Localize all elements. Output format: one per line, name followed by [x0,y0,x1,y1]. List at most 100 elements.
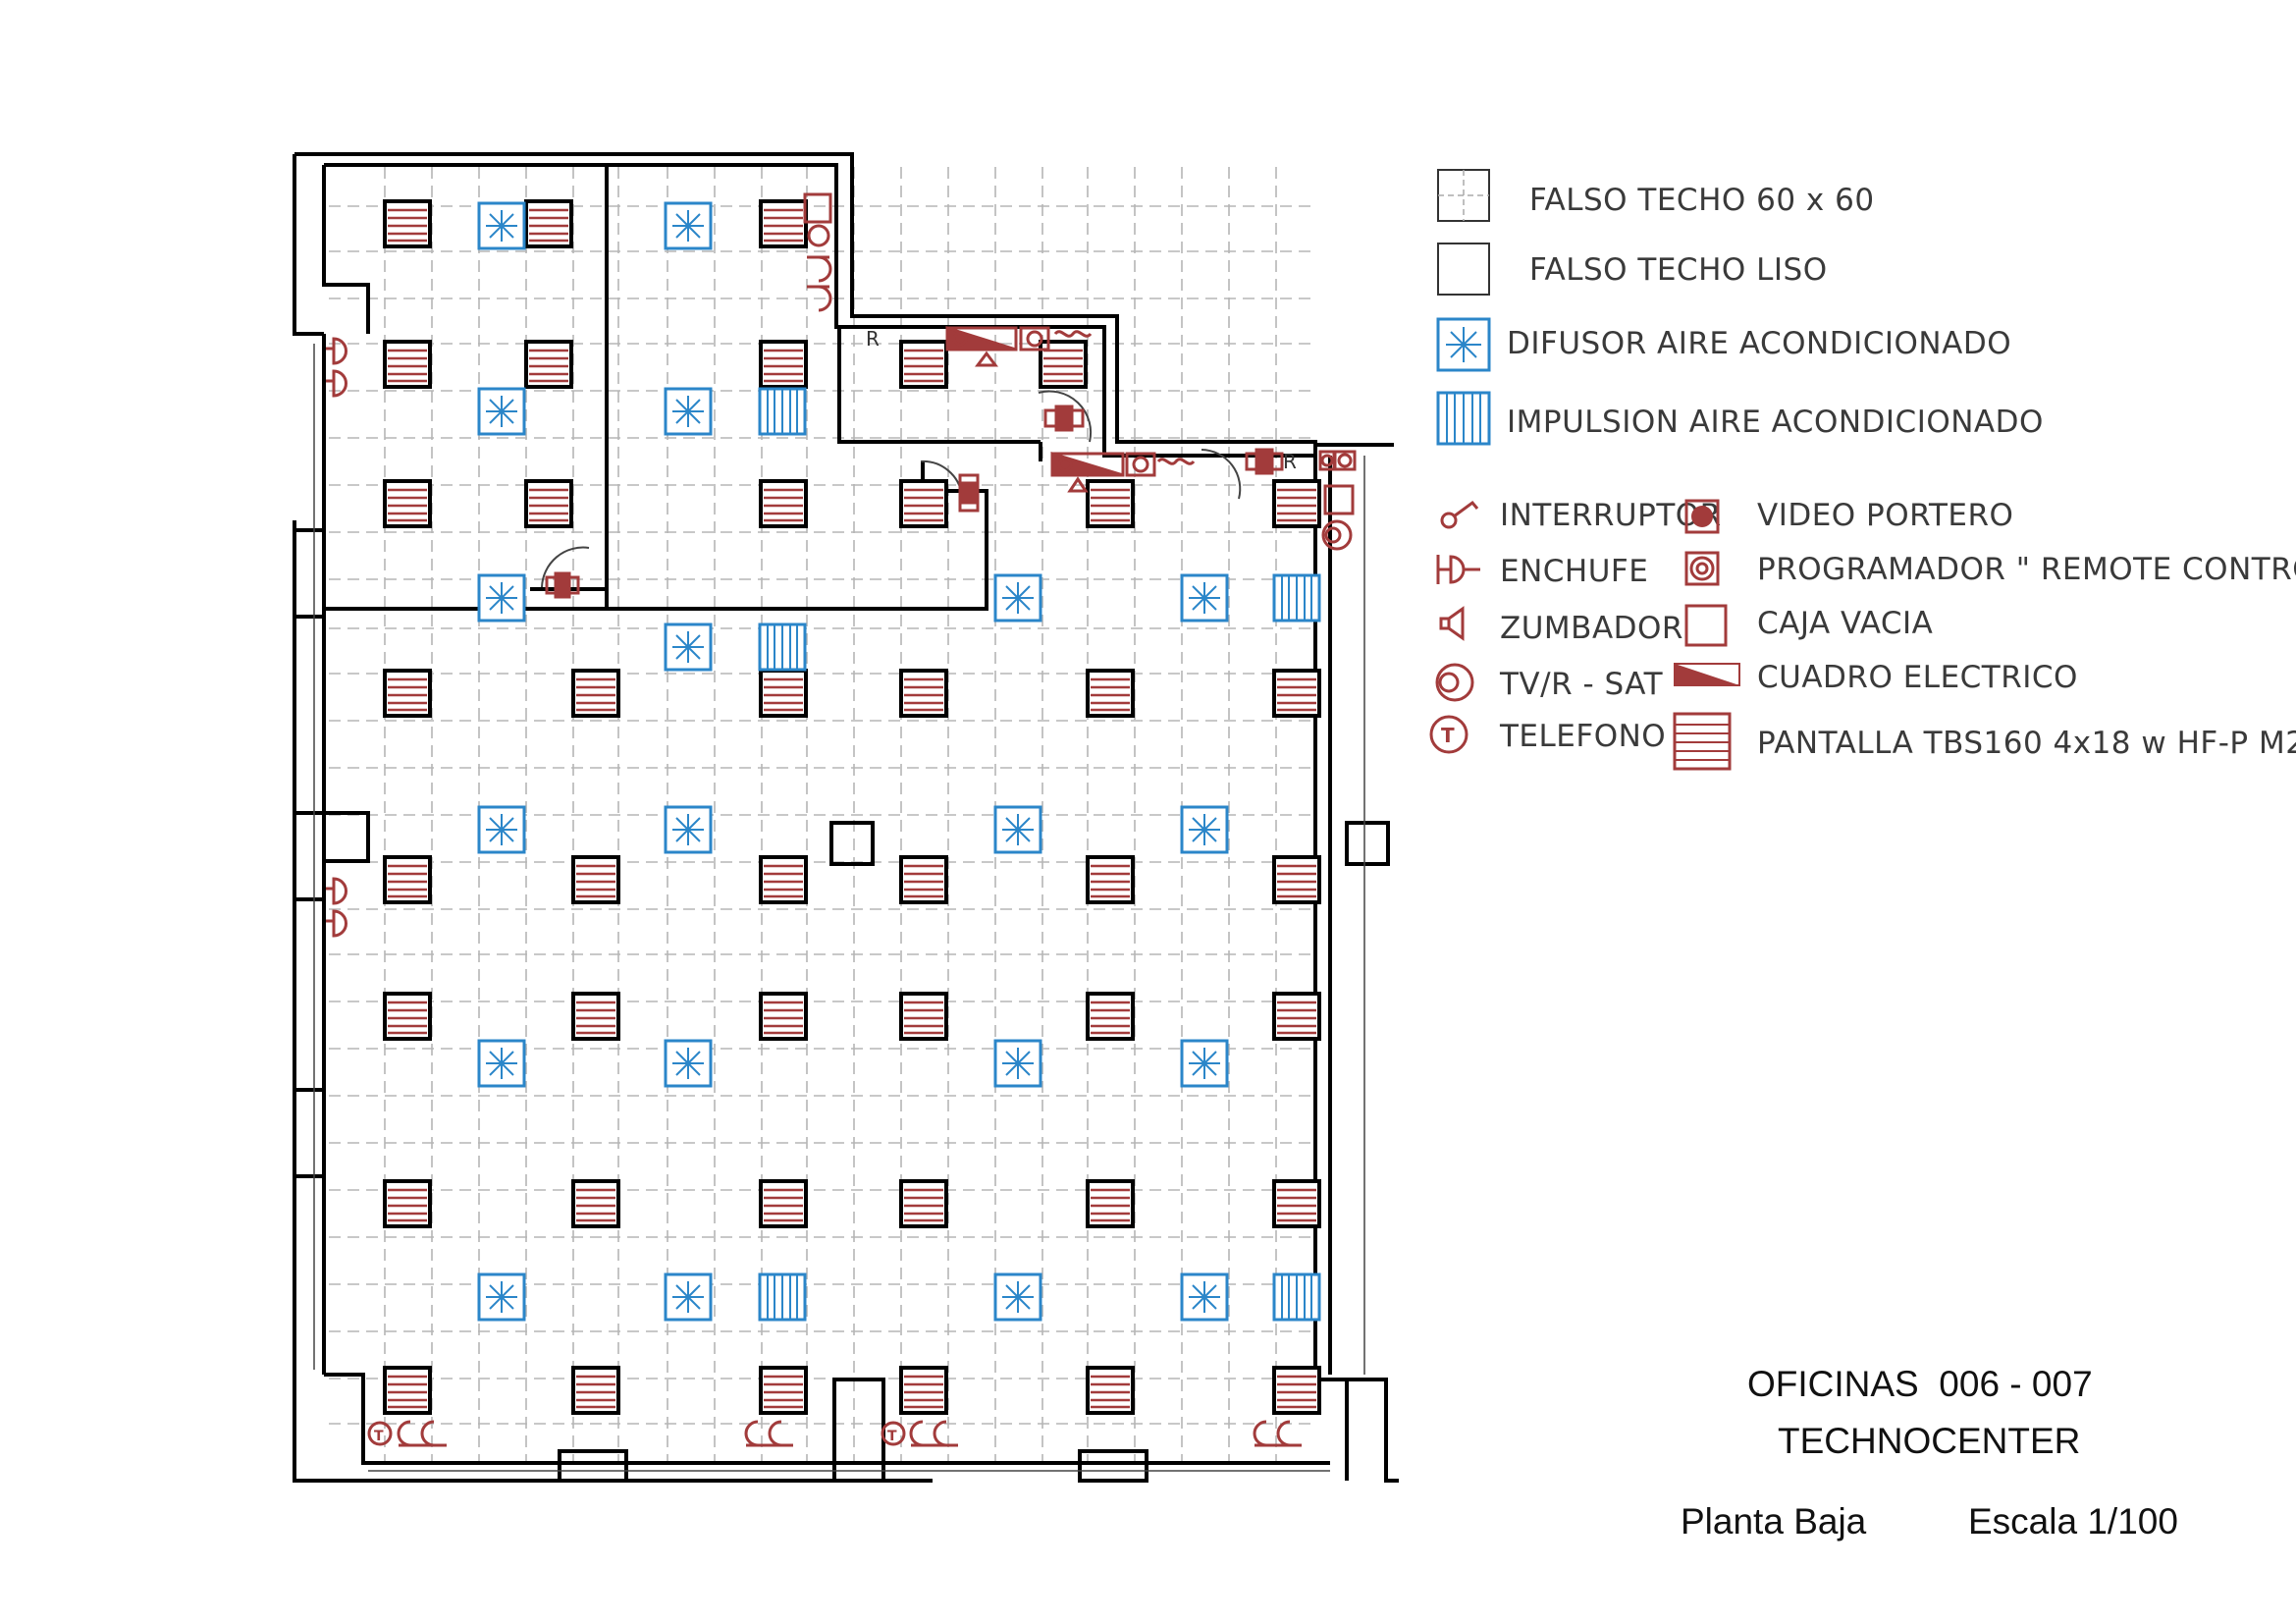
lamp-fixture [383,340,432,389]
lamp-fixture [899,669,948,718]
lamp-fixture [1272,669,1321,718]
legend-programador: PROGRAMADOR " REMOTE CONTROLER" [1757,552,2296,587]
legend-video-portero: VIDEO PORTERO [1757,498,2013,533]
legend-lamp-icon [1673,712,1732,771]
legend-falso-techo-liso: FALSO TECHO LISO [1529,252,1828,288]
ac-impulsion [758,622,807,672]
lamp-fixture [1086,992,1135,1041]
legend-enchufe: ENCHUFE [1500,554,1648,589]
ac-impulsions [758,387,1321,1322]
svg-text:T: T [1441,724,1455,747]
title-block: OFICINAS 006 - 007 TECHNOCENTER Planta B… [1681,1364,2178,1542]
ac-diffuser [1180,1039,1229,1088]
legend-panel-icon [1674,663,1740,686]
ac-diffuser [1180,805,1229,854]
ac-diffuser [1180,573,1229,622]
lamp-fixture [1039,340,1088,389]
ac-diffuser [993,1039,1042,1088]
legend-grid-icon [1437,169,1490,222]
lamp-fixture [383,855,432,904]
ac-diffuser [993,1272,1042,1322]
legend-zumbador: ZUMBADOR [1500,611,1683,646]
lamp-fixture [759,669,808,718]
legend-pantalla: PANTALLA TBS160 4x18 w HF-P M2 [1757,726,2296,761]
title-oficinas: OFICINAS 006 - 007 [1747,1364,2093,1404]
title-planta: Planta Baja [1681,1501,1867,1542]
ac-diffuser [664,1272,713,1322]
legend-telefono: TELEFONO [1499,719,1666,754]
lamp-fixture [1086,669,1135,718]
lamp-fixture [524,340,573,389]
ac-diffuser [664,1039,713,1088]
lamp-fixture [899,855,948,904]
legend-tv-icon [1435,663,1474,702]
lamp-fixture [383,199,432,248]
ac-diffuser [477,1272,526,1322]
lamp-fixture [571,855,620,904]
legend-programador-icon [1684,551,1720,586]
lamp-fixture [383,669,432,718]
lamp-fixture [759,855,808,904]
lamp-fixture [383,1366,432,1415]
lamp-fixture [759,479,808,528]
legend-socket-icon [1436,555,1480,584]
ac-diffuser [477,387,526,436]
legend-telephone-icon: T [1429,715,1468,754]
legend-difusor: DIFUSOR AIRE ACONDICIONADO [1507,326,2011,361]
lamp-fixture [1086,1366,1135,1415]
lamp-fixture [899,1179,948,1228]
lamp-fixture [571,669,620,718]
lamp-fixture [383,479,432,528]
ac-impulsion [758,1272,807,1322]
legend-tv: TV/R - SAT [1499,667,1664,702]
lamp-fixture [571,1366,620,1415]
ac-diffuser [664,622,713,672]
lamp-fixture [1272,1366,1321,1415]
legend-plain-ceiling-icon [1437,243,1490,296]
title-technocenter: TECHNOCENTER [1778,1421,2080,1461]
lamp-fixture [899,1366,948,1415]
lamp-fixture [899,479,948,528]
legend-caja-vacia: CAJA VACIA [1757,606,1933,641]
ac-diffusers [477,201,1229,1322]
walls [293,152,1399,1483]
lamp-fixture [1086,855,1135,904]
legend-empty-box-icon [1684,604,1728,647]
legend-switch-icon [1440,500,1479,529]
lamp-fixture [899,992,948,1041]
ac-impulsion [1272,573,1321,622]
lamp-fixture [759,992,808,1041]
ac-diffuser [993,805,1042,854]
ac-diffuser [477,573,526,622]
lamp-fixture [759,340,808,389]
electrical-symbols: T T R R [326,192,1357,1447]
ac-diffuser [664,201,713,250]
lamp-fixture [524,199,573,248]
lamp-fixture [383,992,432,1041]
ac-impulsion [1272,1272,1321,1322]
lamp-fixture [383,1179,432,1228]
lamp-fixture [571,992,620,1041]
legend-buzzer-icon [1439,606,1465,641]
legend-video-portero-icon [1684,499,1720,534]
ac-diffuser [1180,1272,1229,1322]
ac-diffuser [993,573,1042,622]
lamp-fixture [1272,992,1321,1041]
label-r-2: R [1283,450,1297,473]
telefono-mark-2: T [887,1429,897,1444]
ac-diffuser [664,387,713,436]
legend-impulsion-icon [1436,391,1491,446]
lamp-fixture [759,1179,808,1228]
legend-falso-techo-60: FALSO TECHO 60 x 60 [1529,183,1875,218]
ac-diffuser [477,805,526,854]
title-escala: Escala 1/100 [1968,1501,2178,1542]
ac-diffuser [664,805,713,854]
legend-interruptor: INTERRUPTOR [1500,498,1722,533]
label-r-1: R [866,327,880,351]
lamp-fixture [1272,479,1321,528]
lamp-fixture [571,1179,620,1228]
lamp-fixture [524,479,573,528]
ceiling-grid [329,167,1315,1461]
lamp-fixture [1272,1179,1321,1228]
